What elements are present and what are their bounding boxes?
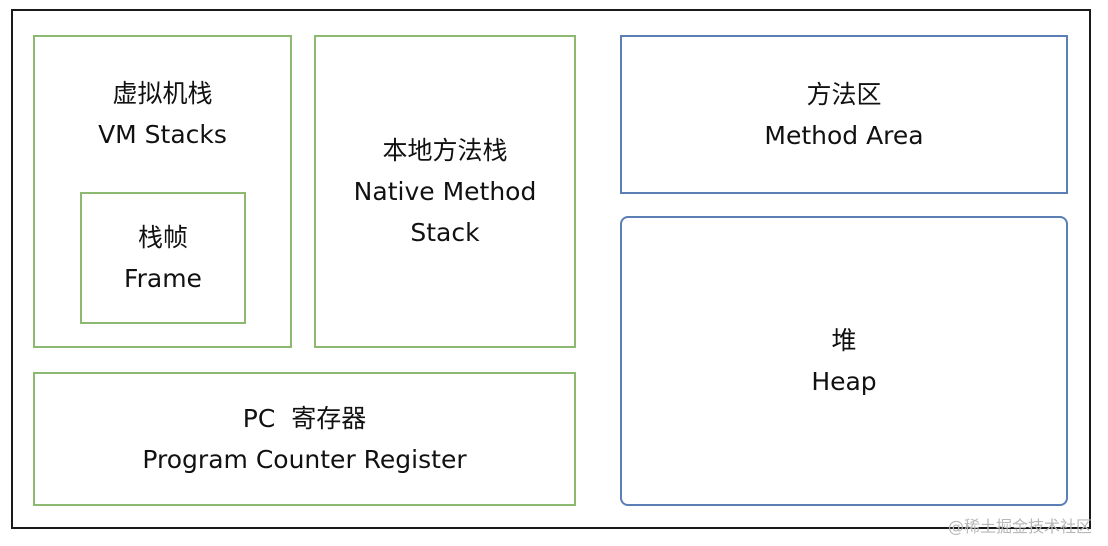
frame-en-label: Frame: [124, 264, 202, 293]
jvm-memory-frame: [11, 9, 1091, 529]
native-method-stack-en-label-line1: Native Method: [353, 177, 537, 206]
method-area-en-label: Method Area: [764, 120, 924, 150]
pc-register-box: PC 寄存器 Program Counter Register: [33, 372, 576, 506]
native-method-stack-en-label-line2: Stack: [410, 218, 480, 247]
vm-stacks-zh-label: 虚拟机栈: [112, 79, 213, 108]
vm-stacks-en-label: VM Stacks: [98, 120, 227, 149]
native-method-stack-box: 本地方法栈 Native Method Stack: [314, 35, 576, 348]
heap-zh-label: 堆: [831, 326, 857, 355]
frame-box: 栈帧 Frame: [80, 192, 246, 324]
native-method-stack-zh-label: 本地方法栈: [382, 136, 508, 165]
vm-stacks-box: 虚拟机栈 VM Stacks: [33, 35, 292, 348]
frame-zh-label: 栈帧: [137, 223, 188, 252]
method-area-box: 方法区 Method Area: [620, 35, 1068, 194]
watermark-text: @稀土掘金技术社区: [947, 517, 1092, 536]
heap-en-label: Heap: [811, 367, 877, 396]
pc-register-en-label: Program Counter Register: [142, 445, 467, 474]
heap-box: 堆 Heap: [620, 216, 1068, 506]
pc-register-zh-label: PC 寄存器: [242, 404, 367, 433]
method-area-zh-label: 方法区: [806, 79, 882, 109]
